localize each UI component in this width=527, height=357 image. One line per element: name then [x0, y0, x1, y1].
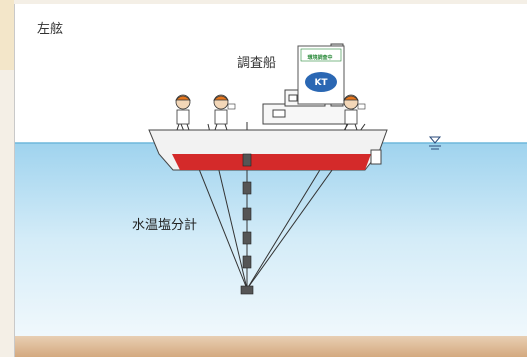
diagram-panel: KT: [14, 4, 527, 357]
ship-hull: [148, 129, 388, 171]
diagram-canvas: KT: [15, 43, 527, 357]
water-area: [15, 143, 527, 336]
survey-ship-label: 調査船: [237, 56, 277, 71]
seabed: [15, 336, 527, 357]
crew-member-3: [343, 94, 366, 131]
outboard-box: [370, 149, 382, 165]
sign-text: 環境調査中: [307, 55, 333, 61]
port-side-label: 左舷: [37, 22, 64, 37]
ctd-sensors: [240, 153, 254, 295]
corner-tab: [0, 0, 14, 70]
water-level-marker-icon: [428, 136, 442, 150]
crew-member-2: [213, 94, 236, 131]
kt-logo-icon: [305, 72, 337, 92]
survey-sign: KT: [297, 45, 345, 105]
svg-text:KT: KT: [314, 78, 328, 88]
ctd-sensor-label: 水温塩分計: [132, 218, 198, 233]
crew-member-1: [175, 94, 191, 131]
